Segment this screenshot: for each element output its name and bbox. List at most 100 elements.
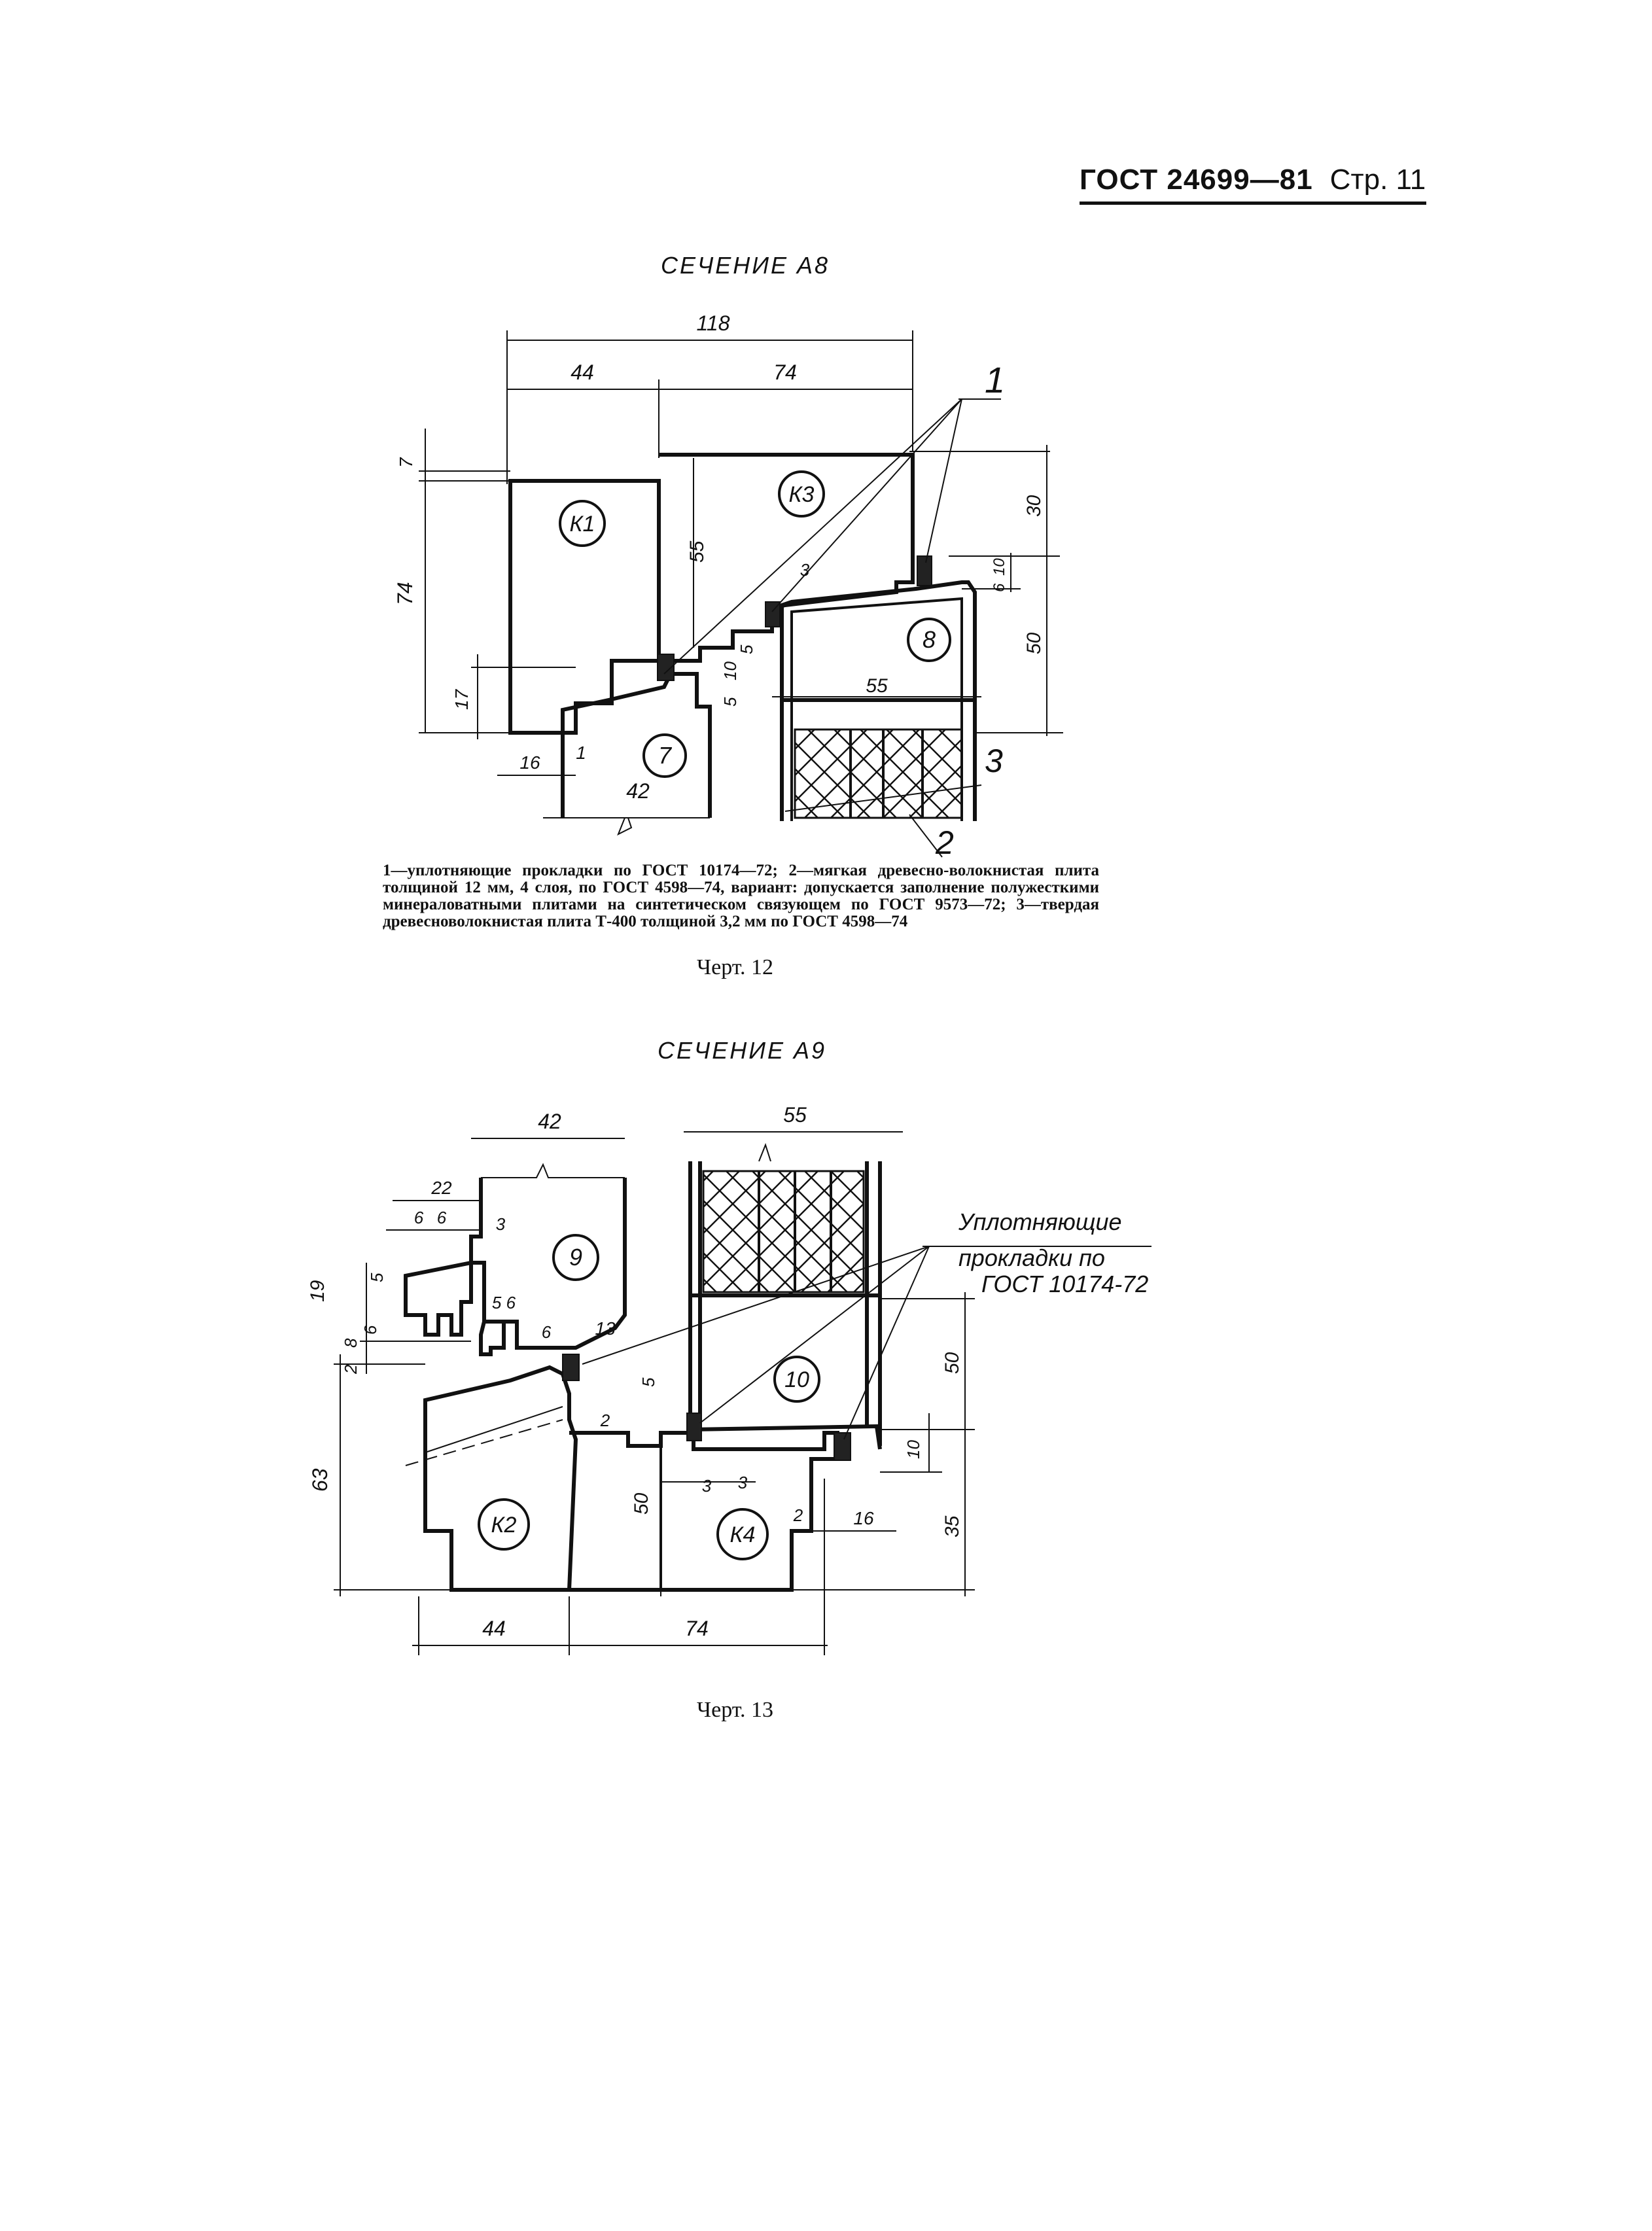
part-k1-outline (508, 479, 661, 735)
dim-6b: 6 (437, 1208, 447, 1227)
k2-dashline (425, 1406, 563, 1453)
dim-74: 74 (685, 1617, 709, 1640)
seal (562, 1354, 580, 1381)
part-k3-label: К3 (789, 482, 815, 507)
dim-42: 42 (538, 1110, 561, 1133)
figure13-title: СЕЧЕНИЕ А9 (658, 1037, 827, 1064)
k2-dashline (405, 1419, 563, 1466)
part-9-label: 9 (569, 1244, 582, 1271)
seals-note-line2: прокладки по (958, 1244, 1105, 1271)
part-7-label: 7 (658, 742, 673, 769)
seals-note-line3: ГОСТ 10174-72 (981, 1271, 1148, 1297)
seal (834, 1432, 851, 1461)
part-10-label: 10 (784, 1367, 809, 1392)
dim-55v: 55 (686, 540, 708, 563)
callout-2: 2 (935, 824, 954, 861)
note-leader (582, 1246, 930, 1365)
seal (657, 654, 675, 681)
part-k1-circle (559, 500, 606, 547)
part-8-inner (790, 597, 963, 821)
dim-8: 8 (341, 1338, 360, 1348)
part-k1-label: К1 (570, 512, 595, 536)
dim-3: 3 (496, 1214, 506, 1234)
leader-1 (925, 398, 962, 563)
break-mark (543, 817, 633, 836)
break-mark (758, 1143, 771, 1162)
dim-5b: 5 (639, 1377, 658, 1387)
dim-35: 35 (941, 1515, 963, 1537)
insulation-hatch (794, 728, 963, 819)
part-k4-circle (716, 1508, 769, 1560)
dim-1: 1 (576, 743, 586, 763)
dim-55: 55 (783, 1103, 807, 1127)
dim-2a: 2 (341, 1364, 360, 1375)
dim-22: 22 (431, 1178, 452, 1198)
dim-13: 13 (595, 1318, 616, 1339)
part-8-label: 8 (923, 626, 936, 653)
part-10-bottom (690, 1424, 882, 1450)
dim-5a: 5 (737, 644, 756, 654)
page-number: Стр. 11 (1329, 164, 1426, 196)
part-10-circle (773, 1356, 820, 1403)
note-leader (843, 1246, 930, 1440)
dim-118: 118 (696, 311, 729, 335)
dim-5a: 5 (367, 1273, 387, 1282)
part-7-circle (642, 733, 687, 778)
figure13-drawing: 9 10 К2 К4 Уплотняющие прокладки по ГОСТ… (307, 1103, 1151, 1655)
leader-1 (663, 398, 962, 675)
seals-note-line1: Уплотняющие (958, 1208, 1122, 1235)
dim-50b: 50 (941, 1352, 963, 1374)
dim-5-6: 5 6 (492, 1293, 516, 1312)
callout-1: 1 (985, 359, 1005, 400)
figure13-caption: Черт. 13 (697, 1698, 774, 1722)
leader-1 (771, 398, 962, 612)
dim-6d: 6 (542, 1322, 552, 1342)
part-k2-circle (478, 1498, 530, 1551)
standard-number: ГОСТ 24699—81 (1080, 164, 1313, 196)
dim-2b: 2 (600, 1411, 610, 1430)
dim-2c: 2 (793, 1505, 803, 1525)
part-8-circle (907, 618, 951, 662)
figure12-legend: 1—уплотняющие прокладки по ГОСТ 10174—72… (383, 862, 1099, 930)
dim-10b: 10 (991, 558, 1008, 576)
dim-42: 42 (626, 779, 650, 803)
seal (686, 1413, 702, 1441)
part-k2-outline (423, 1365, 578, 1592)
dim-6a: 6 (414, 1208, 424, 1227)
dim-17: 17 (451, 688, 472, 710)
leader-2 (909, 814, 943, 858)
dim-3: 3 (800, 560, 810, 580)
dim-3b: 3 (702, 1476, 712, 1496)
note-leader (699, 1246, 930, 1424)
part-k4-label: К4 (730, 1522, 756, 1547)
break-mark (481, 1163, 625, 1178)
k2-profile-notch (479, 1320, 506, 1356)
page-header: ГОСТ 24699—81 Стр. 11 (1080, 164, 1426, 205)
dim-30: 30 (1023, 495, 1045, 517)
dim-63: 63 (308, 1468, 332, 1492)
callout-3: 3 (985, 743, 1003, 779)
dim-6c: 6 (360, 1325, 380, 1335)
dim-44: 44 (482, 1617, 506, 1640)
figure12-caption: Черт. 12 (697, 955, 774, 979)
figure12-drawing: К1 К3 7 8 1 2 3 118 44 74 7 74 17 16 1 4… (393, 311, 1063, 861)
dim-19: 19 (307, 1280, 328, 1302)
insulation-hatch (702, 1170, 865, 1293)
part-8-outline (780, 580, 977, 821)
dim-10: 10 (720, 661, 740, 680)
leader-3 (784, 784, 982, 812)
part-k2-label: К2 (491, 1513, 517, 1537)
figure12-title: СЕЧЕНИЕ А8 (661, 252, 830, 279)
dim-50a: 50 (631, 1492, 652, 1515)
dim-55h: 55 (866, 675, 888, 697)
seal (917, 555, 932, 586)
k2-profile-step (404, 1260, 473, 1337)
part-9-circle (552, 1234, 599, 1281)
dim-74v: 74 (393, 582, 417, 605)
dim-10: 10 (904, 1440, 923, 1459)
dim-7: 7 (396, 457, 416, 468)
dim-74: 74 (773, 360, 797, 384)
dim-5b: 5 (720, 697, 740, 707)
dim-50: 50 (1023, 632, 1045, 654)
